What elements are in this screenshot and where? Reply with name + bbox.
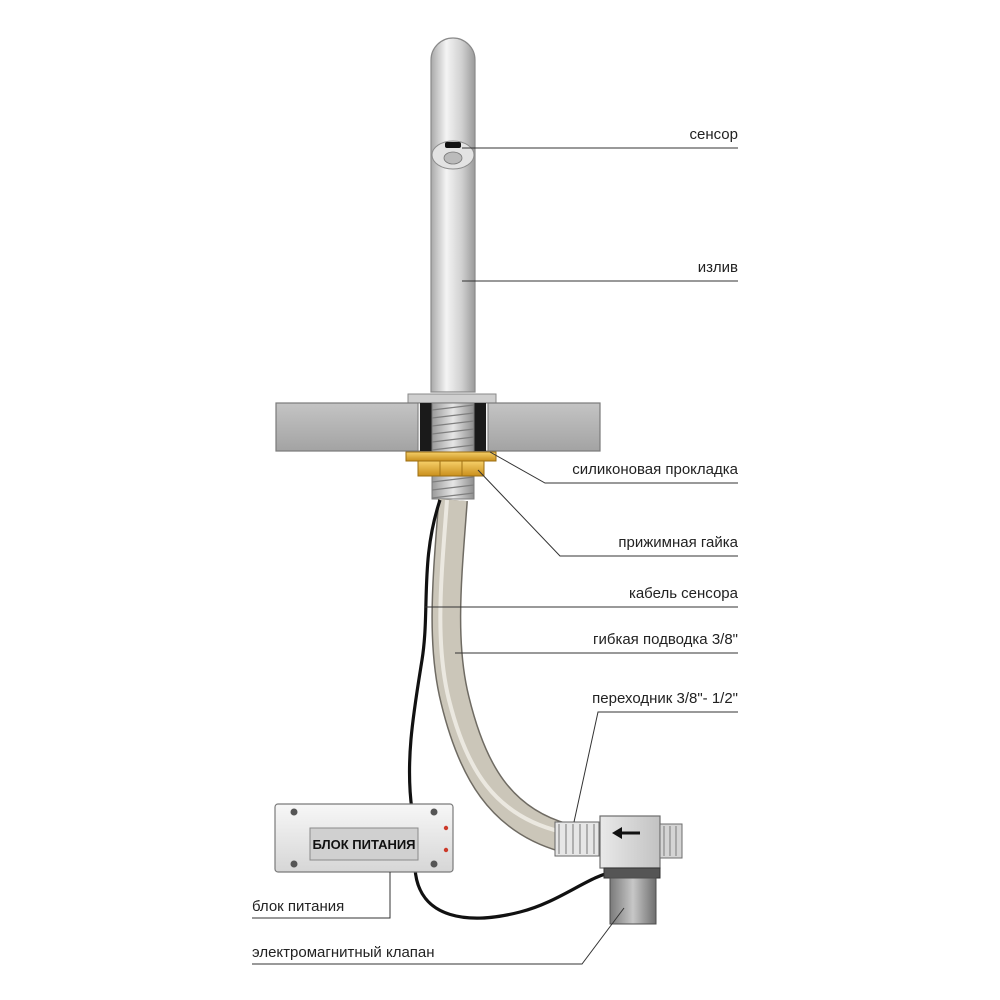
leader-lines xyxy=(252,147,738,965)
leader-solenoid-valve xyxy=(252,907,625,965)
label-sensor: сенсор xyxy=(690,126,738,143)
leader-power-unit xyxy=(252,872,391,919)
spout xyxy=(407,37,497,404)
solenoid-valve xyxy=(599,815,683,925)
spout-flange xyxy=(407,393,497,404)
label-adapter: переходник 3/8"- 1/2" xyxy=(592,690,738,707)
label-sensor-cable: кабель сенсора xyxy=(629,585,739,602)
indicator-led-icon xyxy=(443,847,449,853)
leader-adapter xyxy=(573,711,738,823)
indicator-led-icon xyxy=(443,825,449,831)
label-flex-hose: гибкая подводка 3/8" xyxy=(593,631,738,648)
label-power-unit: блок питания xyxy=(252,898,344,915)
adapter-fitting xyxy=(554,821,600,857)
labels: сенсор излив силиконовая прокладка прижи… xyxy=(252,126,739,961)
leader-clamp-nut xyxy=(477,469,738,557)
sensor-cable xyxy=(407,499,442,811)
power-unit-box: БЛОК ПИТАНИЯ xyxy=(274,803,454,873)
clamp-nut xyxy=(405,451,497,477)
label-solenoid-valve: электромагнитный клапан xyxy=(252,944,435,961)
threaded-shank xyxy=(431,402,475,500)
valve-cable xyxy=(413,867,615,920)
flow-arrow-icon xyxy=(612,827,640,839)
label-clamp-nut: прижимная гайка xyxy=(618,534,738,551)
sensor-window xyxy=(431,140,475,170)
label-spout: излив xyxy=(698,259,738,276)
flexible-hose xyxy=(431,498,570,853)
label-silicone-gasket: силиконовая прокладка xyxy=(572,461,738,478)
leader-silicone-gasket xyxy=(489,451,738,484)
power-unit-panel-text: БЛОК ПИТАНИЯ xyxy=(312,837,415,852)
